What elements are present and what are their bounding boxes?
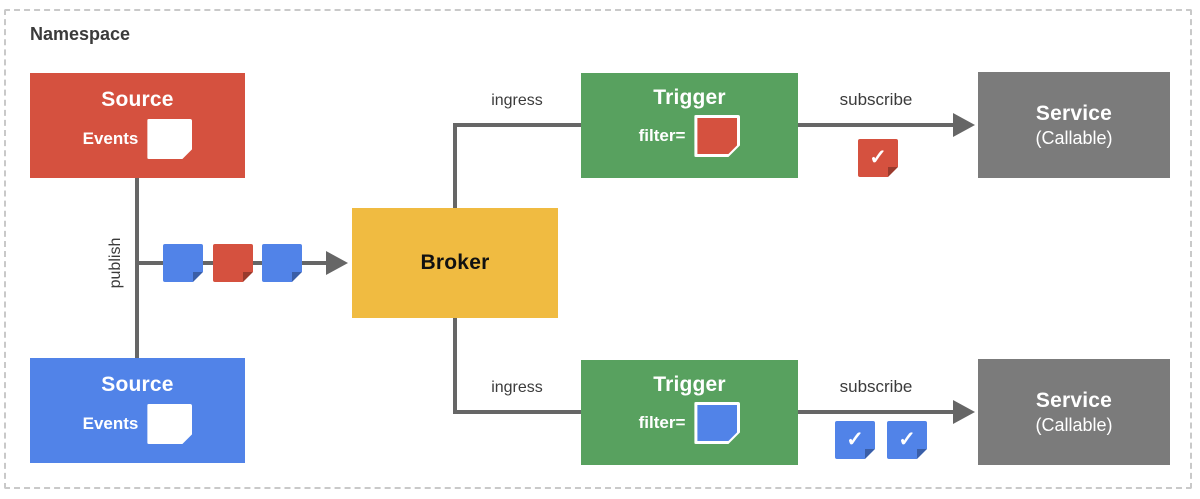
trigger-title: Trigger	[653, 86, 726, 109]
service-subtitle: (Callable)	[1035, 414, 1113, 435]
service-title: Service	[1035, 101, 1113, 125]
ingress-top-vertical-line	[453, 125, 457, 209]
broker-node: Broker	[352, 208, 558, 318]
event-note-white-icon	[147, 119, 192, 159]
source-node-red: Source Events	[30, 73, 245, 178]
subscribe-top-label: subscribe	[839, 90, 913, 109]
event-note-white-icon	[147, 404, 192, 444]
checkmark-icon: ✓	[898, 427, 916, 451]
service-node-top: Service (Callable)	[978, 72, 1170, 178]
service-title: Service	[1035, 388, 1113, 412]
ingress-bottom-label: ingress	[491, 379, 543, 396]
filter-note-blue-icon	[694, 402, 740, 444]
checked-event-note-blue-icon: ✓	[887, 421, 927, 459]
subscribe-top-line	[798, 123, 954, 127]
checkmark-icon: ✓	[846, 427, 864, 451]
events-label: Events	[82, 129, 139, 148]
publish-label: publish	[107, 237, 124, 289]
ingress-top-label: ingress	[491, 92, 543, 109]
trigger-node-bottom: Trigger filter=	[581, 360, 798, 465]
namespace-label: Namespace	[30, 24, 131, 44]
checkmark-icon: ✓	[869, 145, 887, 169]
source-node-blue: Source Events	[30, 358, 245, 463]
ingress-bottom-horizontal-line	[453, 410, 581, 414]
source-title: Source	[101, 88, 174, 111]
event-note-blue-icon	[163, 244, 203, 282]
subscribe-bottom-label: subscribe	[839, 377, 913, 396]
trigger-node-top: Trigger filter=	[581, 73, 798, 178]
service-node-bottom: Service (Callable)	[978, 359, 1170, 465]
subscribe-bottom-arrowhead-icon	[953, 400, 975, 424]
ingress-top-horizontal-line	[453, 123, 581, 127]
ingress-bottom-vertical-line	[453, 318, 457, 412]
subscribe-top-arrowhead-icon	[953, 113, 975, 137]
filter-label: filter=	[638, 413, 686, 432]
namespace-boundary	[4, 9, 1192, 489]
checked-event-note-red-icon: ✓	[858, 139, 898, 177]
event-note-blue-icon	[262, 244, 302, 282]
filter-label: filter=	[638, 126, 686, 145]
source-title: Source	[101, 373, 174, 396]
publish-arrowhead-icon	[326, 251, 348, 275]
checked-event-note-blue-icon: ✓	[835, 421, 875, 459]
subscribe-bottom-line	[798, 410, 954, 414]
filter-note-red-icon	[694, 115, 740, 157]
publish-vertical-line	[135, 178, 139, 359]
event-note-red-icon	[213, 244, 253, 282]
trigger-title: Trigger	[653, 373, 726, 396]
service-subtitle: (Callable)	[1035, 127, 1113, 148]
broker-title: Broker	[420, 251, 490, 274]
events-label: Events	[82, 414, 139, 433]
